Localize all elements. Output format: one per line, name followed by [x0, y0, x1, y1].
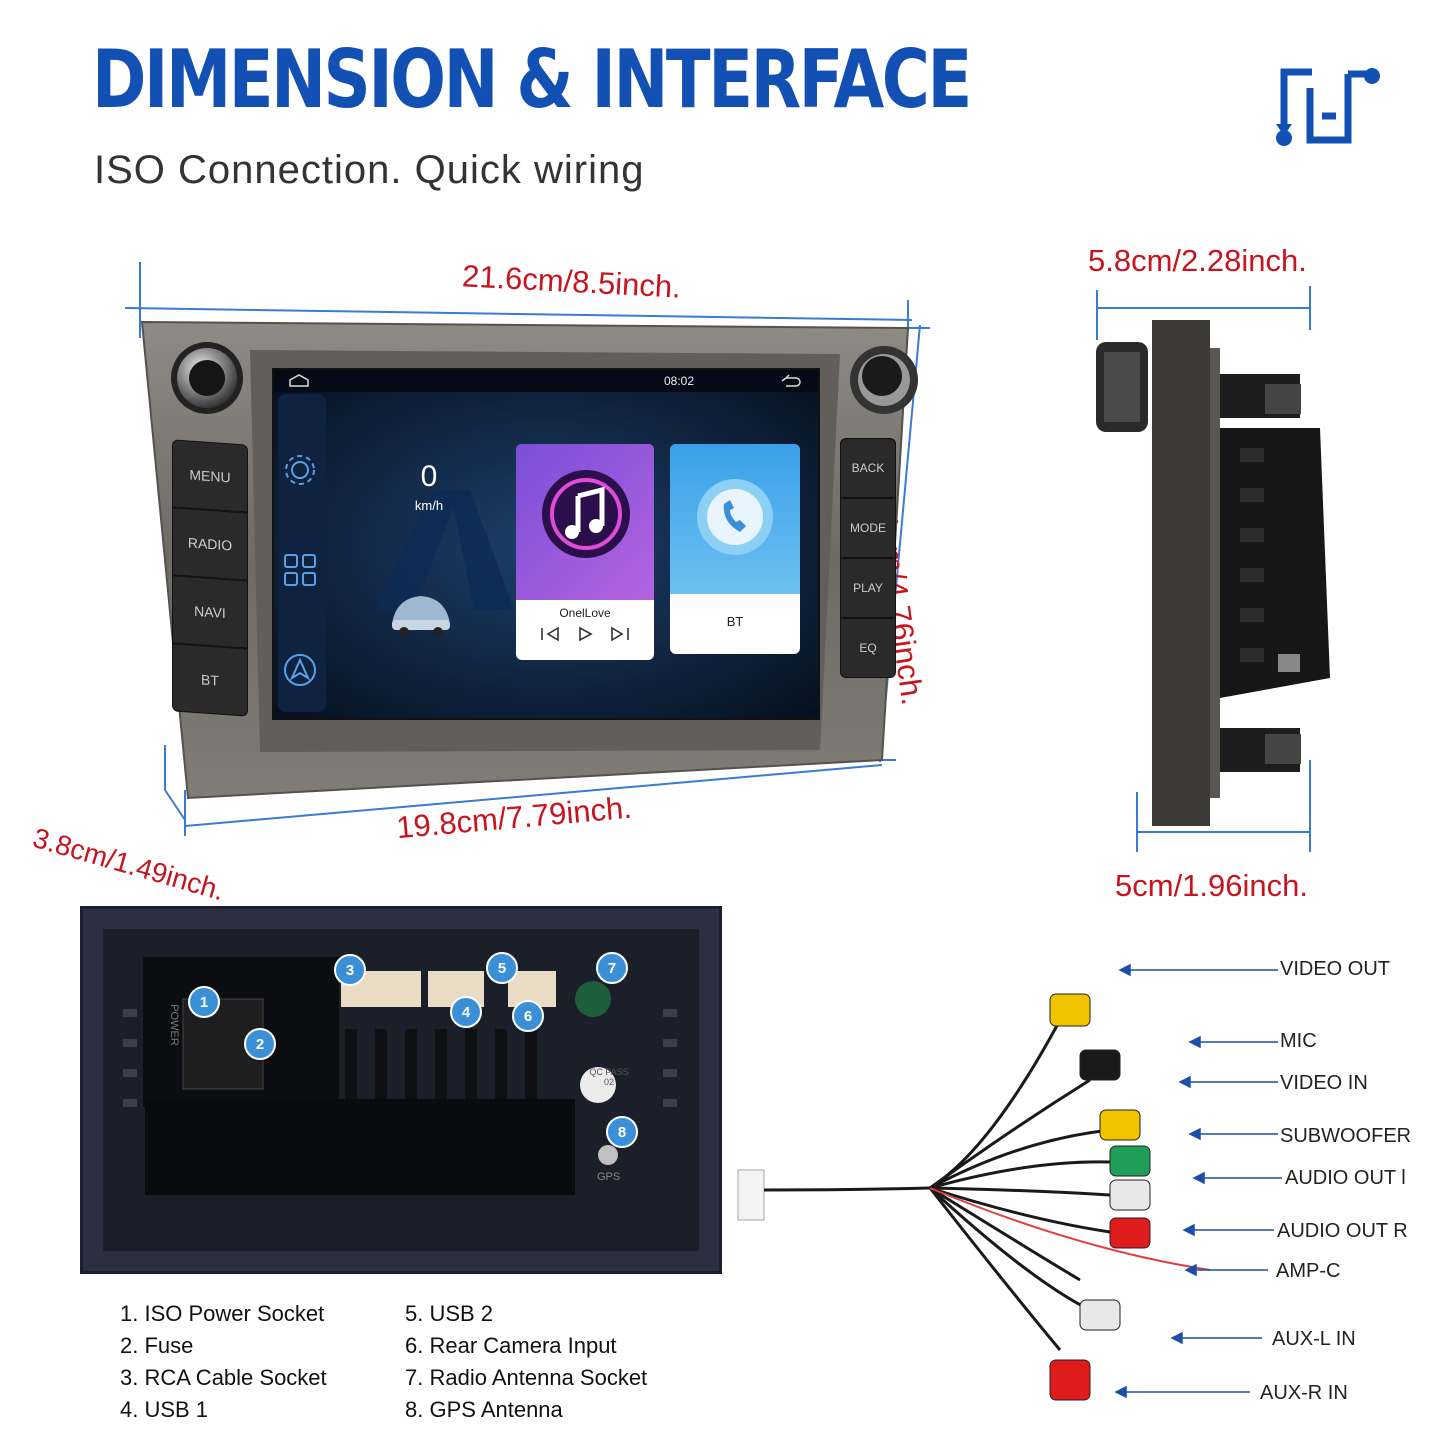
- legend-item: 3. RCA Cable Socket: [120, 1365, 327, 1390]
- cable-label-audio-out-r: AUDIO OUT R: [1277, 1220, 1408, 1242]
- phone-bluetooth-icon: [697, 479, 773, 555]
- mode-button[interactable]: MODE: [840, 498, 896, 558]
- speed-value: 0: [420, 460, 438, 493]
- legend-item: 8. GPS Antenna: [405, 1397, 563, 1422]
- music-card[interactable]: OnelLove: [516, 444, 654, 660]
- next-track-icon[interactable]: [610, 626, 630, 642]
- qc-text: QC PASS 02: [589, 1067, 629, 1087]
- gps-text: GPS: [597, 1171, 621, 1183]
- legend-item: 6. Rear Camera Input: [405, 1333, 617, 1358]
- legend-right: 5. USB 2 6. Rear Camera Input 7. Radio A…: [405, 1298, 647, 1426]
- speed-unit: km/h: [414, 498, 444, 513]
- link-arrows-icon: [1276, 68, 1380, 146]
- car-icon: [392, 596, 450, 637]
- menu-button[interactable]: MENU: [172, 439, 248, 513]
- marker-2: 2: [244, 1028, 276, 1060]
- bt-card[interactable]: BT: [670, 444, 800, 654]
- back-button[interactable]: BACK: [840, 438, 896, 498]
- power-text: POWER: [167, 1004, 180, 1046]
- cable-label-arrows: [1114, 963, 1282, 1399]
- cable-label-mic: MIC: [1280, 1030, 1317, 1052]
- cable-label-audio-out-l: AUDIO OUT l: [1285, 1167, 1406, 1189]
- head-unit-side: [1096, 320, 1330, 826]
- settings-gear-icon[interactable]: [282, 452, 318, 488]
- side-depth-bottom-label: 5cm/1.96inch.: [1115, 868, 1308, 903]
- cable-label-aux-r-in: AUX-R IN: [1260, 1382, 1348, 1404]
- marker-3: 3: [334, 954, 366, 986]
- tune-knob[interactable]: [842, 342, 926, 422]
- back-icon[interactable]: [780, 374, 802, 388]
- cable-label-amp-c: AMP-C: [1276, 1260, 1341, 1282]
- music-title: OnelLove: [559, 606, 611, 620]
- bt-button[interactable]: BT: [172, 643, 248, 717]
- play-icon[interactable]: [577, 626, 593, 642]
- previous-track-icon[interactable]: [540, 626, 560, 642]
- cable-label-video-out: VIDEO OUT: [1280, 958, 1391, 980]
- legend-item: 5. USB 2: [405, 1301, 494, 1326]
- left-button-column: MENU RADIO NAVI BT: [172, 439, 248, 717]
- marker-7: 7: [596, 952, 628, 984]
- legend-item: 4. USB 1: [120, 1397, 209, 1422]
- right-button-column: BACK MODE PLAY EQ: [840, 438, 896, 678]
- legend-item: 1. ISO Power Socket: [120, 1301, 325, 1326]
- side-depth-top-label: 5.8cm/2.28inch.: [1088, 243, 1307, 278]
- rca-cable-harness: [737, 993, 1211, 1401]
- music-note-icon: [542, 470, 630, 558]
- bt-label: BT: [726, 614, 744, 629]
- page-subtitle: ISO Connection. Quick wiring: [94, 148, 645, 192]
- navigation-icon[interactable]: [282, 652, 318, 688]
- marker-1: 1: [188, 986, 220, 1018]
- marker-8: 8: [606, 1116, 638, 1148]
- marker-6: 6: [512, 1000, 544, 1032]
- display-screen[interactable]: 08:02 0 km/h OnelLove: [272, 368, 820, 720]
- legend-left: 1. ISO Power Socket 2. Fuse 3. RCA Cable…: [120, 1298, 327, 1426]
- page-title: DIMENSION & INTERFACE: [92, 33, 972, 126]
- eq-button[interactable]: EQ: [840, 618, 896, 678]
- volume-knob[interactable]: [165, 340, 249, 420]
- play-button[interactable]: PLAY: [840, 558, 896, 618]
- marker-4: 4: [450, 996, 482, 1028]
- cable-label-aux-l-in: AUX-L IN: [1272, 1328, 1356, 1350]
- cable-label-video-in: VIDEO IN: [1280, 1072, 1368, 1094]
- status-time: 08:02: [664, 374, 695, 388]
- marker-5: 5: [486, 952, 518, 984]
- home-icon[interactable]: [288, 374, 310, 388]
- legend-item: 7. Radio Antenna Socket: [405, 1365, 648, 1390]
- legend-item: 2. Fuse: [120, 1333, 194, 1358]
- cable-label-subwoofer: SUBWOOFER: [1280, 1125, 1412, 1147]
- navi-button[interactable]: NAVI: [172, 575, 248, 649]
- radio-button[interactable]: RADIO: [172, 507, 248, 581]
- apps-grid-icon[interactable]: [282, 552, 318, 588]
